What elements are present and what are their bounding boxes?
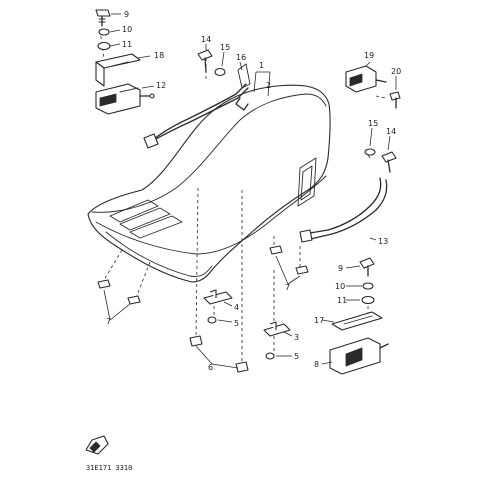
callout-14-right: 14 bbox=[386, 127, 396, 136]
callout-11-bottom: 11 bbox=[337, 296, 347, 305]
collar-11-bottom bbox=[361, 295, 375, 305]
right-lock-group bbox=[329, 257, 389, 375]
callout-13: 13 bbox=[378, 237, 388, 246]
seat-assembly bbox=[87, 84, 331, 283]
callout-19: 19 bbox=[364, 51, 374, 60]
nut-5a bbox=[207, 316, 217, 324]
bolt-20 bbox=[389, 91, 401, 109]
seat-rear-ribs bbox=[109, 199, 183, 239]
bolt-14-right bbox=[381, 151, 397, 173]
seat-side-emblem bbox=[297, 157, 317, 207]
washer-15-right bbox=[364, 148, 376, 156]
damper-7c bbox=[269, 245, 283, 255]
figure-code: 31E171 3310 bbox=[86, 464, 132, 472]
damper-6 bbox=[189, 335, 249, 373]
callout-17: 17 bbox=[314, 316, 324, 325]
callout-5b: 5 bbox=[294, 352, 299, 361]
callout-15-top: 15 bbox=[220, 43, 230, 52]
leader-lines bbox=[103, 13, 397, 369]
lock-8 bbox=[329, 337, 389, 375]
washer-10-top bbox=[98, 28, 110, 36]
front-arrow-icon bbox=[85, 435, 109, 455]
callout-10-top: 10 bbox=[122, 25, 132, 34]
callout-11-top: 11 bbox=[122, 40, 132, 49]
bolt-14-top bbox=[197, 49, 213, 73]
callout-8: 8 bbox=[314, 360, 319, 369]
bolt-9-top bbox=[95, 9, 111, 27]
callout-7-left: 7 bbox=[106, 317, 111, 326]
damper-7d bbox=[295, 265, 309, 275]
callout-4: 4 bbox=[234, 303, 239, 312]
nut-5b bbox=[265, 352, 275, 360]
lock-12 bbox=[95, 83, 155, 115]
callout-1: 1 bbox=[259, 61, 264, 70]
under-seat-hardware bbox=[189, 289, 291, 373]
seat-base-rim bbox=[105, 231, 213, 277]
callout-6: 6 bbox=[208, 363, 213, 372]
callout-5a: 5 bbox=[234, 319, 239, 328]
collar-11-top bbox=[97, 41, 111, 51]
damper-7b bbox=[127, 295, 141, 305]
bracket-17 bbox=[331, 311, 383, 331]
callout-20: 20 bbox=[391, 67, 401, 76]
callout-10-bottom: 10 bbox=[335, 282, 345, 291]
damper-7a bbox=[97, 279, 111, 289]
callout-12: 12 bbox=[156, 81, 166, 90]
damper-group-7 bbox=[97, 245, 309, 305]
right-arm-group bbox=[299, 148, 397, 243]
hook-19 bbox=[345, 65, 387, 93]
washer-10-bottom bbox=[362, 282, 374, 290]
arm-16 bbox=[149, 83, 247, 143]
washer-15-top bbox=[214, 67, 226, 77]
arm-13 bbox=[305, 179, 388, 241]
left-arm-group bbox=[143, 49, 251, 149]
left-hardware-group bbox=[95, 9, 155, 115]
callout-9-top: 9 bbox=[124, 10, 129, 19]
bracket-18 bbox=[95, 53, 141, 87]
callout-7-right: 7 bbox=[285, 283, 290, 292]
callout-18: 18 bbox=[154, 51, 164, 60]
seat-side-contour bbox=[95, 175, 327, 255]
callout-9-bottom: 9 bbox=[338, 264, 343, 273]
seat-outline bbox=[87, 84, 331, 283]
bracket-4 bbox=[203, 289, 233, 305]
seat-front-hook bbox=[235, 97, 249, 111]
bracket-3 bbox=[263, 321, 291, 337]
callout-2: 2 bbox=[266, 81, 271, 90]
callout-15-right: 15 bbox=[368, 119, 378, 128]
callout-14-top: 14 bbox=[201, 35, 211, 44]
seat-top-contour bbox=[91, 93, 327, 213]
bolt-9-bottom bbox=[359, 257, 375, 277]
callout-16: 16 bbox=[236, 53, 246, 62]
callout-3: 3 bbox=[294, 333, 299, 342]
callout-labels: 9 10 11 18 12 14 15 16 1 2 19 20 15 14 1… bbox=[106, 10, 401, 372]
